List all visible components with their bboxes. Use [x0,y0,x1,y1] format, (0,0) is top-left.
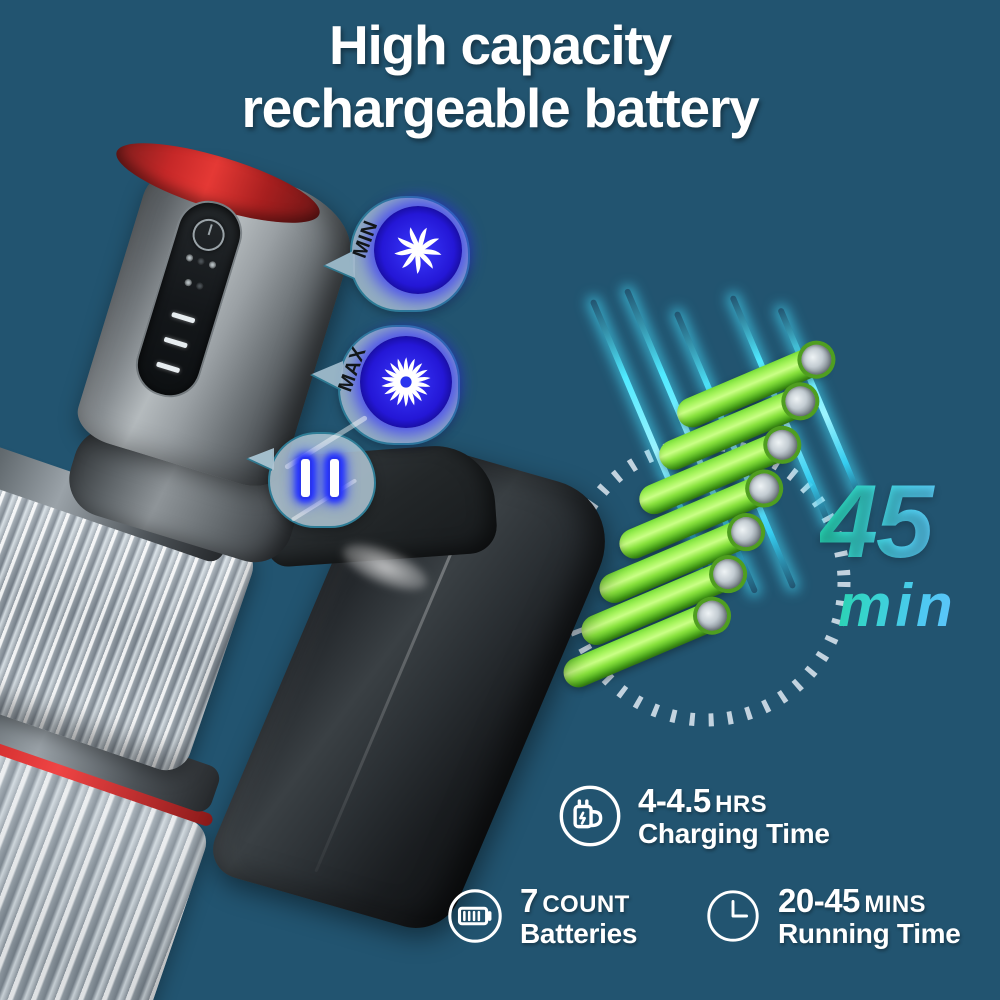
fan-icon-min [374,206,462,294]
power-button-icon [188,214,229,255]
feature-text: 7 COUNT Batteries [520,882,638,949]
feature-unit: HRS [715,790,768,818]
panel-indicator-row-1 [170,249,231,274]
feature-running-time: 20-45 MINS Running Time [702,882,961,949]
headline-line-1: High capacity [328,14,672,76]
headline-line-2: rechargeable battery [241,76,759,139]
feature-value: 4-4.5 [638,781,711,819]
bubble-tail [312,361,343,390]
feature-value: 7 [520,882,538,919]
feature-value-line: 4-4.5 HRS [638,781,830,819]
battery-level-bar [328,457,341,499]
runtime-value: 45 [820,470,957,575]
feature-caption: Running Time [778,917,961,949]
feature-battery-count: 7 COUNT Batteries [444,882,638,949]
feature-text: 4-4.5 HRS Charging Time [638,781,830,849]
feature-unit: MINS [864,891,926,918]
product-image-vacuum [0,127,640,1000]
runtime-unit: min [820,571,957,640]
feature-charging-time: 4-4.5 HRS Charging Time [556,782,830,850]
feature-value: 20-45 [778,882,860,919]
battery-level-icon [268,432,372,524]
clock-icon [702,885,764,947]
battery-bars-icon [444,885,506,947]
panel-level-bar-1 [171,311,196,324]
panel-indicator-row-2 [163,272,224,297]
panel-level-bar-2 [163,336,188,349]
callout-bubble-battery-level [248,432,376,528]
feature-unit: COUNT [542,891,630,918]
runtime-highlight: 45 min [820,470,957,640]
page-title: High capacity rechargeable battery [0,14,1000,139]
battery-level-bar [299,457,312,499]
panel-level-bar-3 [155,361,181,374]
charger-plug-icon [556,782,624,850]
feature-caption: Charging Time [638,817,830,849]
feature-value-line: 20-45 MINS [778,882,961,919]
bubble-tail [248,448,274,470]
fan-icon-max [360,336,452,428]
feature-caption: Batteries [520,917,638,949]
feature-value-line: 7 COUNT [520,882,637,919]
feature-text: 20-45 MINS Running Time [778,882,961,949]
bubble-tail [325,250,355,278]
